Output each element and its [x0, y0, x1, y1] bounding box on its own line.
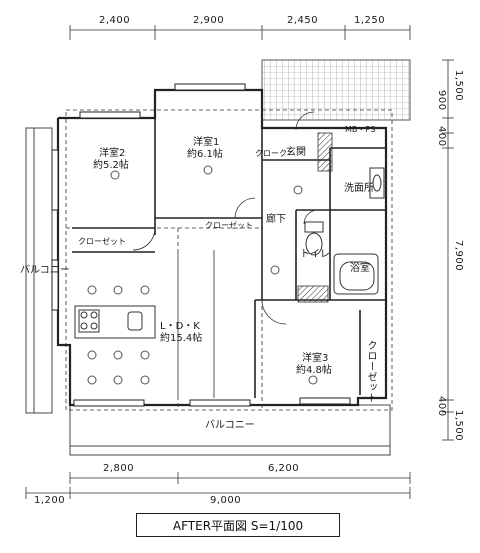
- closet3-label: クローゼット: [365, 340, 376, 403]
- closet1-label: クローゼット: [78, 237, 126, 246]
- top-dim-2: 2,900: [193, 15, 225, 26]
- balcony-left-label: バルコニー: [20, 265, 70, 276]
- top-dim-4: 1,250: [354, 15, 386, 26]
- room1-name: 洋室1: [193, 137, 220, 148]
- pipe-shaft-hatch: [317, 132, 333, 172]
- ldk-slab-stripes: [177, 250, 215, 398]
- outer-walls: [56, 88, 388, 407]
- right-dim-5: 400: [436, 396, 447, 417]
- bottom-dim-1: 2,800: [103, 463, 135, 474]
- bathtub: [333, 253, 379, 295]
- room3-name: 洋室3: [302, 353, 329, 364]
- ldk-size: 約15.4帖: [160, 333, 203, 344]
- balcony-bottom-label: バルコニー: [205, 420, 255, 431]
- closet2-label: クローゼット: [205, 221, 253, 230]
- right-dim-2: 900: [436, 90, 447, 111]
- cloak-label: クローク: [255, 149, 287, 158]
- ldk-name: L・D・K: [160, 321, 200, 332]
- top-dim-1: 2,400: [99, 15, 131, 26]
- plan-caption: AFTER平面図 S=1/100: [136, 513, 340, 537]
- corridor-label: 廊下: [266, 214, 286, 225]
- bottom-dim-3: 1,200: [34, 495, 66, 506]
- room1-size: 約6.1帖: [187, 149, 223, 160]
- room2-name: 洋室2: [99, 148, 126, 159]
- top-dim-3: 2,450: [287, 15, 319, 26]
- mbps-label: MB・PS: [345, 125, 376, 134]
- room2-size: 約5.2帖: [93, 160, 129, 171]
- wash-basin: [369, 167, 385, 199]
- right-dim-6: 1,500: [453, 410, 464, 442]
- washroom-label: 洗面所: [344, 183, 374, 194]
- bath-label: 浴室: [350, 263, 370, 274]
- room3-size: 約4.8帖: [296, 365, 332, 376]
- ceiling-lights: [87, 165, 318, 385]
- bottom-dimension-lines: [25, 472, 411, 499]
- bottom-dim-2: 6,200: [268, 463, 300, 474]
- door-swings: [132, 111, 319, 325]
- top-dimension-line: [69, 25, 411, 40]
- right-dimension-line: [442, 59, 454, 441]
- grid-terrace: [261, 59, 411, 121]
- right-dim-1: 1,500: [453, 70, 464, 102]
- kitchen-counter: [74, 305, 156, 339]
- right-dim-4: 7,900: [453, 240, 464, 272]
- right-dim-3: 400: [436, 126, 447, 147]
- windows: [51, 83, 351, 407]
- toilet-label: トイレ: [300, 249, 330, 260]
- entrance-label: 玄関: [286, 147, 306, 158]
- toilet-fixture: [304, 221, 324, 256]
- toilet-shaft-hatch: [297, 285, 329, 303]
- bottom-dim-4: 9,000: [210, 495, 242, 506]
